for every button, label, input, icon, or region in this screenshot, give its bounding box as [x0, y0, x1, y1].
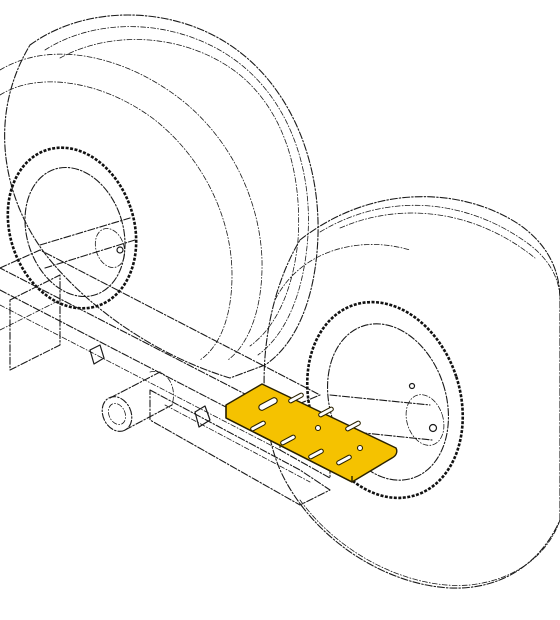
front-hub-bolt — [408, 382, 416, 390]
rear-tire-outline — [4, 14, 319, 379]
tube-bore — [107, 403, 127, 425]
rear-tread-line — [59, 39, 299, 347]
plate-slot — [345, 420, 361, 432]
plate-slot — [250, 420, 266, 432]
frame-cross-member — [9, 274, 61, 371]
front-hub-bolt — [428, 423, 438, 433]
plate-slot — [288, 392, 304, 404]
rear-rim-inner — [24, 166, 126, 298]
tube-collar — [149, 371, 174, 406]
frame-bottom-edge — [0, 304, 281, 451]
frame-cross-member-edge — [0, 299, 61, 331]
side-tube — [101, 371, 174, 432]
plate-slot — [318, 406, 334, 418]
front-hub — [405, 394, 445, 446]
tube-body — [109, 371, 173, 431]
front-wheel — [263, 196, 560, 589]
front-sidewall-line — [274, 244, 411, 301]
rear-hub-bolt — [116, 246, 124, 254]
rear-tread-line — [0, 53, 263, 361]
mounting-plate — [225, 383, 398, 483]
plate-slot — [336, 454, 352, 466]
plate-hole — [356, 444, 364, 452]
rear-axle-tube — [39, 217, 136, 269]
plate-slot — [308, 448, 324, 460]
front-tread-line — [339, 212, 536, 259]
plate-hole — [314, 424, 322, 432]
frame-bracket — [89, 344, 105, 365]
rear-sidewall-line — [0, 81, 233, 361]
frame-top-face — [0, 249, 321, 413]
tube-end — [101, 396, 133, 432]
plate-slot — [280, 434, 296, 446]
plate-slot — [258, 397, 278, 411]
rear-rim — [6, 146, 138, 310]
front-sidewall-line — [299, 499, 560, 586]
front-tread-line — [319, 204, 560, 301]
frame-bracket — [194, 405, 211, 428]
rear-tread-line — [44, 26, 309, 356]
axle-frame — [0, 217, 331, 506]
rear-wheel — [0, 14, 319, 379]
frame-lower-rail-edge — [164, 404, 311, 483]
mounting-plate-body — [225, 383, 398, 483]
mounting-plate-edge — [225, 405, 353, 483]
